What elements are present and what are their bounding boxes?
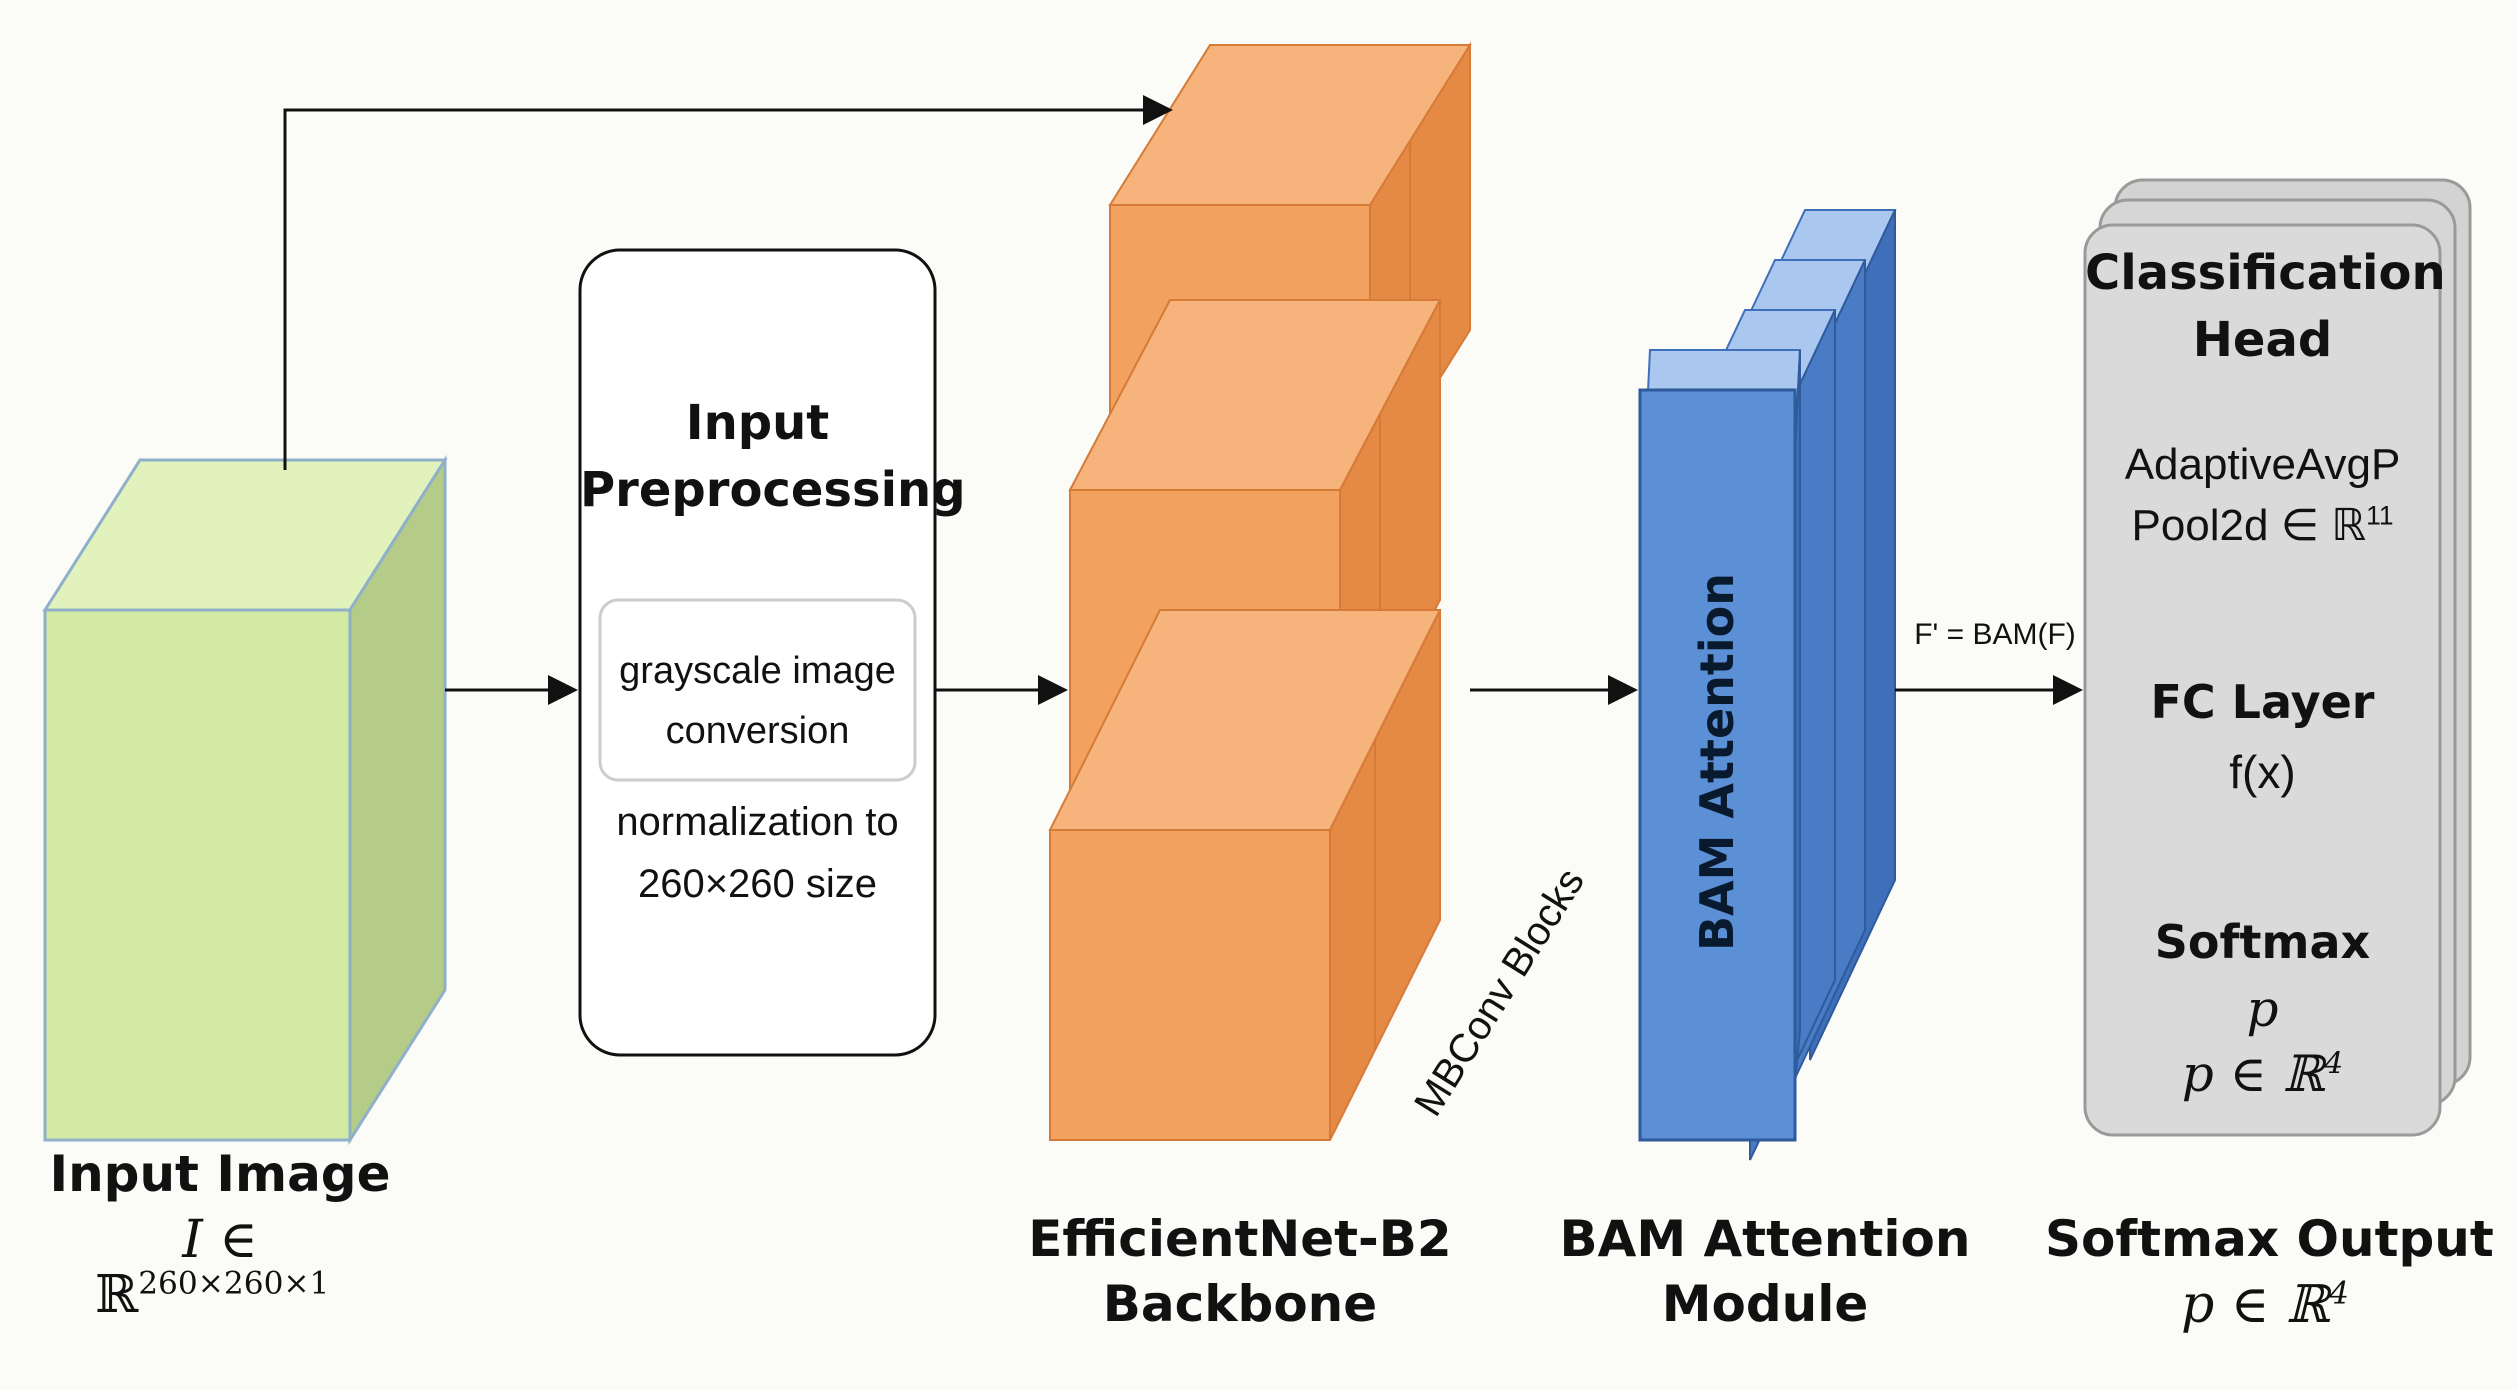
preprocessing-step2-line1: normalization to	[616, 800, 899, 844]
input-image-math-line2: ℝ260×260×1	[95, 1265, 330, 1325]
backbone-blocks	[1048, 41, 1472, 1141]
preprocessing-step2-line2: 260×260 size	[637, 862, 878, 906]
backbone-label-line2: Backbone	[1102, 1275, 1378, 1333]
head-fc-line2: f(x)	[2229, 746, 2296, 798]
output-label: Softmax Output	[2045, 1210, 2494, 1268]
bam-edge-label: F' = BAM(F)	[1914, 618, 2076, 651]
output-math: p ∈ ℝ4	[2181, 1275, 2349, 1335]
preprocessing-step1-line2: conversion	[665, 710, 850, 752]
bam-label-line1: BAM Attention	[1559, 1210, 1971, 1268]
head-pool-line2: Pool2d ∈ ℝ11	[2131, 500, 2394, 550]
input-image-label: Input Image	[49, 1145, 391, 1203]
head-pool-line1: AdaptiveAvgP	[2124, 440, 2401, 489]
head-title-line2: Head	[2192, 312, 2333, 368]
preprocessing-step1-line1: grayscale image	[619, 650, 896, 692]
preprocessing-box	[578, 248, 937, 1057]
backbone-label-line1: EfficientNet-B2	[1028, 1210, 1452, 1268]
input-image-cuboid	[42, 454, 448, 1146]
bam-vertical-label: BAM Attention	[1690, 572, 1744, 952]
head-softmax-var: p	[2246, 980, 2279, 1038]
preprocessing-title-line2: Preprocessing	[580, 462, 966, 518]
bam-label-line2: Module	[1661, 1275, 1869, 1333]
head-fc-line1: FC Layer	[2150, 675, 2375, 729]
bam-slabs	[1638, 209, 1897, 1161]
head-softmax-math: p ∈ ℝ4	[2181, 1045, 2344, 1103]
head-title-line1: Classification	[2085, 245, 2446, 301]
head-softmax-title: Softmax	[2154, 915, 2371, 969]
arrows	[283, 95, 2083, 705]
classification-head-panels	[2083, 178, 2472, 1137]
preprocessing-title-line1: Input	[685, 395, 830, 451]
input-image-math-line1: I ∈	[182, 1210, 258, 1270]
